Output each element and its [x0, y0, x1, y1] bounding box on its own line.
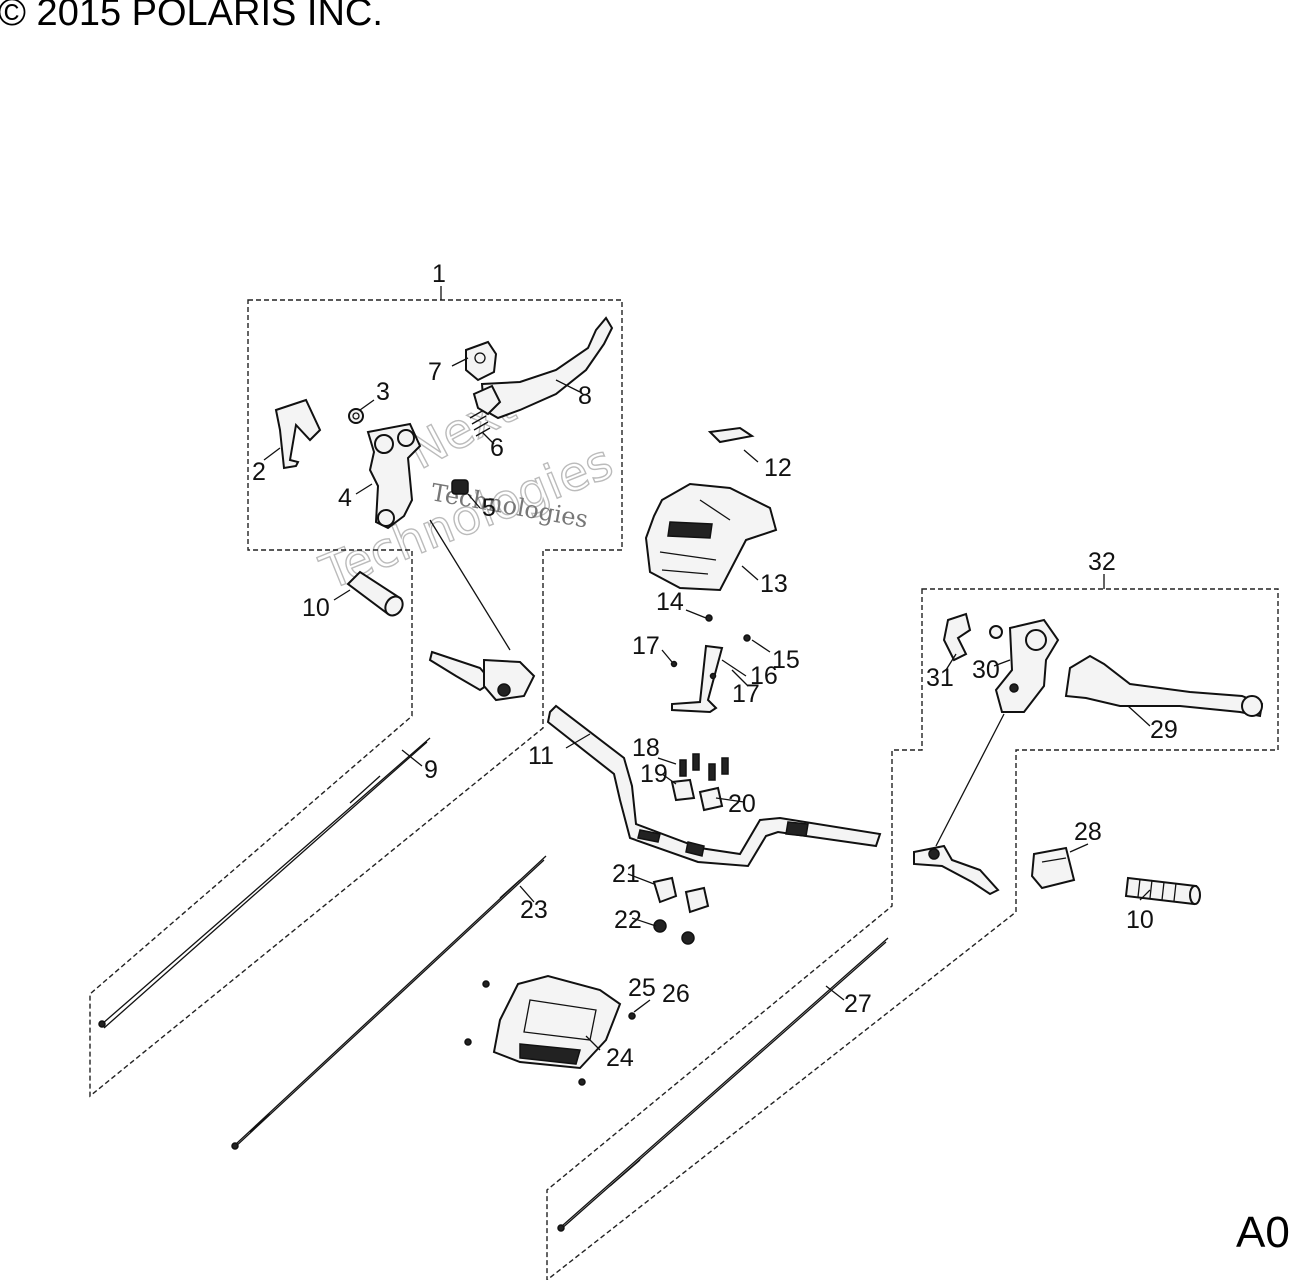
throttle-cable [98, 737, 431, 1029]
callout-31: 31 [926, 664, 954, 692]
leader-lines [263, 357, 1151, 1051]
nuts-22 [653, 919, 695, 945]
callout-15: 15 [772, 646, 800, 674]
clamps-19-20 [670, 778, 724, 812]
callout-20: 20 [728, 790, 756, 818]
callout-8: 8 [578, 382, 592, 410]
screw-14 [705, 614, 713, 622]
callout-26: 26 [662, 980, 690, 1008]
grip-right [1124, 876, 1201, 906]
callout-14: 14 [656, 588, 684, 616]
screw-17b [709, 672, 717, 680]
switch-28 [1030, 846, 1076, 890]
callout-4: 4 [338, 484, 352, 512]
callout-7: 7 [428, 358, 442, 386]
lever-bracket [274, 398, 322, 470]
spring-6 [469, 409, 491, 437]
callout-2: 2 [252, 458, 266, 486]
callout-19: 19 [640, 760, 668, 788]
callout-25: 25 [628, 974, 656, 1002]
callout-28: 28 [1074, 818, 1102, 846]
lower-cover [464, 974, 636, 1086]
bolt-5 [451, 479, 469, 495]
clutch-lever-right-assembled [913, 844, 1000, 896]
master-cylinder [366, 422, 422, 530]
callout-27: 27 [844, 990, 872, 1018]
callout-3: 3 [376, 378, 390, 406]
clamp-7 [465, 340, 498, 382]
risers-21 [652, 876, 710, 914]
callout-29: 29 [1150, 716, 1178, 744]
right-cable [557, 937, 889, 1232]
bolts-18 [679, 753, 729, 781]
callout-30: 30 [972, 656, 1000, 684]
callout-12: 12 [764, 454, 792, 482]
callout-13: 13 [760, 570, 788, 598]
callout-10-right: 10 [1126, 906, 1154, 934]
handlebar-cover [644, 482, 778, 592]
callout-11: 11 [528, 742, 554, 770]
drawing-code: A0 [1236, 1208, 1290, 1257]
brake-lever-left [472, 316, 614, 420]
bracket-31 [942, 612, 972, 662]
group-box-left-controls [89, 299, 623, 1098]
callout-24: 24 [606, 1044, 634, 1072]
copyright-text: © 2015 POLARIS INC. [0, 0, 383, 34]
callout-6: 6 [490, 434, 504, 462]
callout-17-bottom: 17 [732, 680, 760, 708]
callout-9: 9 [424, 756, 438, 784]
center-cable [231, 855, 547, 1150]
callout-32: 32 [1088, 548, 1116, 576]
callout-16: 16 [750, 662, 778, 690]
grip-left [346, 570, 404, 617]
callout-18: 18 [632, 734, 660, 762]
callout-17-top: 17 [632, 632, 660, 660]
screw-15 [743, 634, 751, 642]
callout-10-left: 10 [302, 594, 330, 622]
perch-30 [989, 618, 1060, 713]
clutch-lever-right [1064, 654, 1264, 718]
nut-3 [348, 408, 364, 424]
leader-cable-left [429, 519, 511, 651]
callouts: 1 2 3 4 5 6 7 8 9 10 10 11 12 13 14 15 1… [252, 260, 1178, 1072]
callout-21: 21 [612, 860, 640, 888]
handlebar [546, 704, 882, 868]
bracket-16 [671, 644, 724, 714]
callout-22: 22 [614, 906, 642, 934]
clutch-lever-left-assembled [428, 650, 536, 702]
callout-1: 1 [432, 260, 446, 288]
callout-23: 23 [520, 896, 548, 924]
leader-cable-right [935, 713, 1005, 847]
badge-12 [707, 426, 755, 444]
screw-17a [670, 660, 678, 668]
callout-5: 5 [482, 494, 496, 522]
